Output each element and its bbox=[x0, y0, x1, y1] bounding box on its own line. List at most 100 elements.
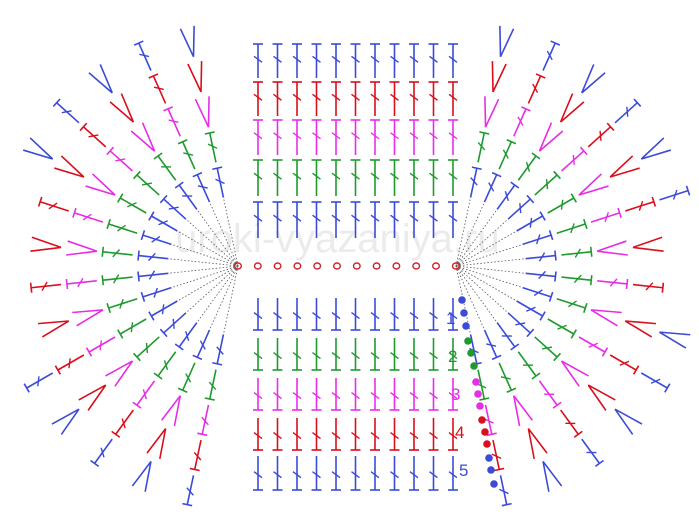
stitch-slash bbox=[77, 277, 84, 288]
stitch-slash bbox=[568, 300, 577, 308]
stitch-slash bbox=[168, 206, 179, 210]
stitch-slash bbox=[141, 182, 153, 186]
guide-line bbox=[455, 218, 509, 267]
stitch-slash bbox=[390, 132, 399, 140]
stitch-slash bbox=[409, 312, 419, 320]
stitch bbox=[119, 318, 147, 335]
stitch-slash bbox=[331, 392, 341, 400]
stitch-slash bbox=[172, 318, 175, 329]
stitch-slash bbox=[370, 93, 380, 101]
stitch-slash bbox=[525, 161, 531, 172]
increase-stitch bbox=[131, 461, 152, 492]
chain-stitch bbox=[372, 262, 381, 270]
stitch-slash bbox=[574, 248, 581, 258]
stitch bbox=[216, 334, 225, 364]
stitch-slash bbox=[370, 132, 380, 140]
stitch bbox=[513, 108, 527, 137]
chain-stitch bbox=[352, 262, 361, 270]
stitch-slash bbox=[429, 214, 438, 222]
stitch bbox=[640, 372, 668, 389]
stitch-top bbox=[617, 207, 622, 218]
stitch-slash bbox=[351, 132, 360, 140]
stitch-slash bbox=[292, 55, 302, 63]
row-number-1: 1 bbox=[446, 309, 455, 328]
chain-stitch bbox=[412, 262, 421, 270]
stitch-slash bbox=[292, 172, 302, 180]
stitch-slash bbox=[253, 432, 263, 440]
increase-stitch bbox=[614, 408, 643, 435]
stitch-slash bbox=[273, 132, 282, 140]
stitch bbox=[496, 322, 516, 348]
stitch bbox=[507, 198, 531, 220]
stitch-top bbox=[132, 352, 141, 362]
stitch-top bbox=[111, 430, 121, 438]
stitch-slash bbox=[121, 418, 126, 429]
stitch-rays bbox=[22, 25, 691, 507]
stitch-slash bbox=[409, 132, 419, 140]
stitch-slash bbox=[488, 182, 495, 192]
stitch-top bbox=[526, 328, 535, 338]
stitch-slash bbox=[557, 324, 567, 330]
stitch-slash bbox=[148, 252, 156, 262]
stitch-slash bbox=[626, 106, 629, 117]
stitch-slash bbox=[429, 352, 438, 360]
stitch-slash bbox=[61, 110, 72, 114]
stitch-slash bbox=[197, 185, 208, 189]
stitch-slash bbox=[292, 432, 302, 440]
stitch-top bbox=[192, 354, 203, 361]
stitch bbox=[178, 322, 198, 348]
stitch-top bbox=[553, 352, 562, 362]
stitch-top bbox=[594, 459, 604, 467]
stitch-slash bbox=[253, 312, 263, 320]
stitch bbox=[196, 329, 211, 358]
stitch-top bbox=[573, 430, 583, 438]
stitch-slash bbox=[429, 392, 438, 400]
stitch bbox=[590, 212, 620, 223]
stitch-slash bbox=[429, 471, 438, 479]
stitch-slash bbox=[273, 214, 282, 222]
stitch-slash bbox=[429, 55, 438, 63]
stitch-slash bbox=[273, 352, 282, 360]
stitch-slash bbox=[499, 488, 509, 495]
increase-stitch bbox=[581, 64, 606, 94]
stitch-top bbox=[159, 328, 168, 338]
row-start-dot bbox=[462, 322, 470, 330]
stitch-slash bbox=[390, 471, 399, 479]
stitch-slash bbox=[351, 432, 360, 440]
stitch-slash bbox=[448, 172, 458, 180]
stitch-slash bbox=[409, 214, 419, 222]
increase-stitch bbox=[130, 122, 156, 152]
stitch bbox=[492, 439, 501, 470]
guide-line bbox=[177, 230, 239, 267]
stitch-top bbox=[486, 432, 497, 437]
stitch-slash bbox=[545, 178, 549, 190]
stitch-top bbox=[212, 361, 223, 366]
stitch-slash bbox=[312, 214, 321, 222]
stitch bbox=[556, 223, 586, 235]
increase-stitch bbox=[484, 96, 500, 128]
guide-line bbox=[185, 218, 239, 267]
stitch-slash bbox=[331, 214, 341, 222]
guide-line bbox=[455, 230, 517, 267]
stitch bbox=[581, 438, 601, 464]
stitch-slash bbox=[429, 132, 438, 140]
stitch-slash bbox=[609, 278, 618, 287]
stitch-top bbox=[554, 250, 557, 261]
stitch-top bbox=[501, 502, 512, 507]
stitch bbox=[82, 126, 107, 148]
stitch-slash bbox=[183, 152, 194, 156]
increase-stitch bbox=[542, 461, 563, 492]
stitch bbox=[102, 276, 133, 282]
stitch-slash bbox=[604, 212, 610, 222]
stitch-top bbox=[192, 171, 203, 178]
stitch-slash bbox=[390, 392, 399, 400]
stitch-slash bbox=[370, 352, 380, 360]
stitch bbox=[507, 312, 531, 334]
stitch-slash bbox=[448, 55, 458, 63]
stitch bbox=[66, 280, 97, 285]
stitch-top bbox=[137, 271, 140, 282]
stitch-top bbox=[117, 329, 124, 339]
stitch-top bbox=[531, 372, 541, 380]
increase-stitch bbox=[587, 384, 616, 411]
